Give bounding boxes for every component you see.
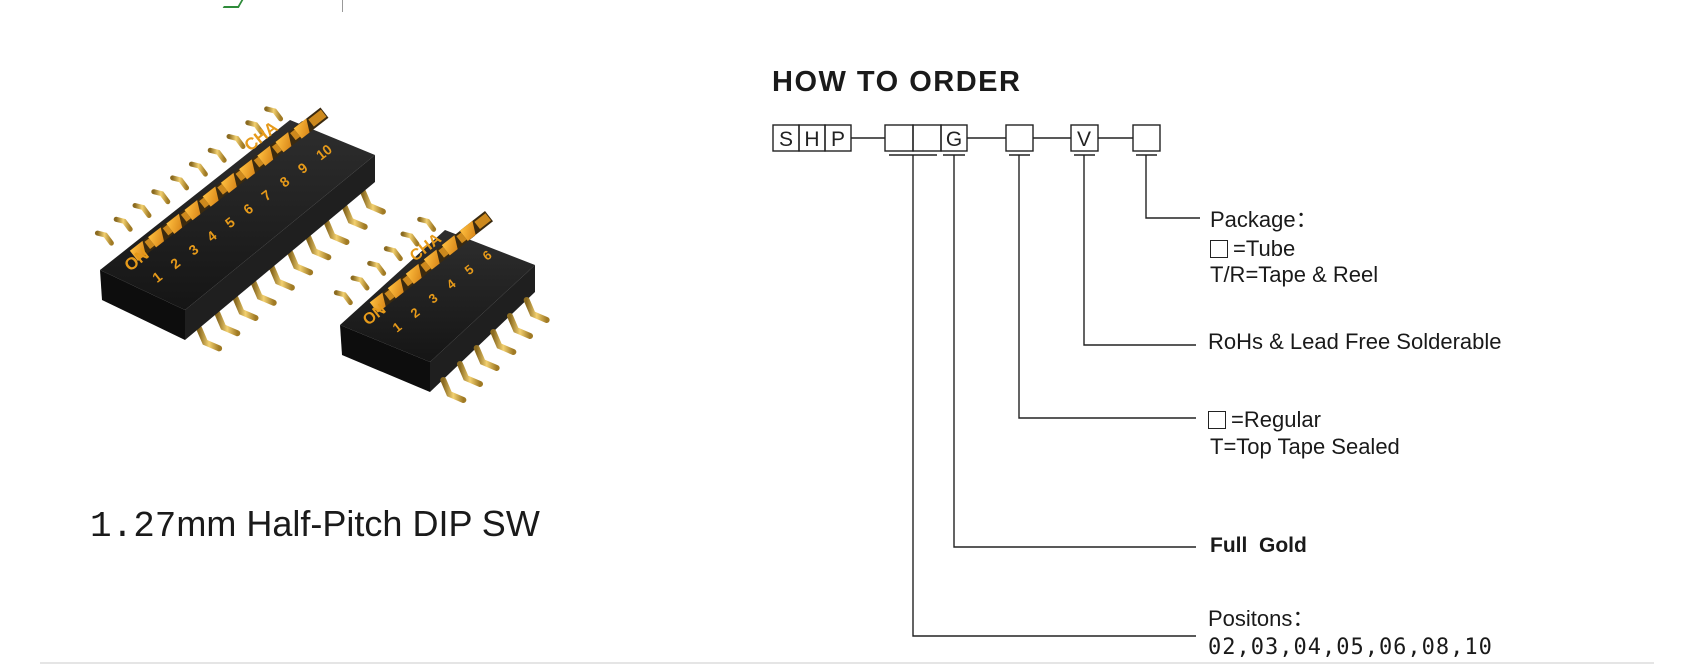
product-caption: 1.27mm Half-Pitch DIP SW (90, 503, 540, 547)
code-box-position-2 (912, 124, 942, 152)
large-front-pin (196, 325, 223, 352)
header-divider (342, 0, 343, 12)
large-front-pin (359, 188, 386, 215)
caption-pitch-value: 1.27 (90, 506, 177, 547)
code-letter-s: S (779, 128, 793, 151)
large-front-pin (287, 249, 314, 276)
small-front-pin (490, 329, 517, 355)
small-switch-top (340, 230, 535, 362)
large-front-pin (232, 295, 259, 321)
large-back-pin (94, 230, 114, 246)
large-front-pin (268, 264, 295, 291)
large-front-pin (305, 234, 332, 261)
leader-seal (1018, 155, 1196, 419)
package-tube: =Tube (1210, 235, 1295, 262)
small-front-pin (440, 377, 467, 403)
code-letter-g: G (946, 128, 962, 151)
small-front-pin (523, 297, 550, 323)
code-connectors (851, 137, 1157, 156)
small-back-pin (350, 275, 370, 291)
code-box-position-1 (884, 124, 914, 152)
code-letter-p: P (831, 128, 845, 151)
large-switch-top (100, 120, 375, 310)
code-letter-v: V (1077, 128, 1091, 151)
small-back-pin (367, 260, 387, 276)
plating-label: Full Gold (1210, 534, 1307, 557)
large-back-pin (245, 120, 265, 136)
large-actuator-10 (293, 107, 329, 139)
large-back-pin (188, 161, 208, 177)
seal-regular: =Regular (1208, 406, 1321, 433)
large-front-pin (214, 310, 241, 337)
empty-box-icon (1210, 240, 1228, 258)
small-back-pin (400, 231, 420, 247)
package-title: Package： (1210, 207, 1318, 232)
rohs-label: RoHs & Lead Free Solderable (1208, 329, 1502, 354)
small-back-pin (333, 290, 353, 306)
code-letters: S H P G V (779, 128, 1091, 151)
package-tube-text: =Tube (1233, 236, 1296, 261)
leader-rohs (1083, 155, 1196, 346)
small-switch-front (430, 265, 535, 392)
small-back-pin (383, 246, 403, 262)
positions-title: Positons： (1208, 606, 1315, 631)
leader-lines (912, 155, 1200, 637)
large-switch-side (100, 270, 185, 340)
large-back-pin (170, 175, 190, 191)
large-back-pin (151, 189, 171, 205)
empty-box-icon (1208, 411, 1226, 429)
small-back-pin (417, 216, 437, 232)
large-back-pin (132, 203, 152, 218)
small-actuator-6 (459, 211, 494, 241)
small-switch-side (340, 325, 430, 392)
large-back-pin (264, 106, 284, 122)
large-switch-front (185, 155, 375, 340)
code-box-seal (1005, 124, 1034, 152)
large-front-pin (341, 203, 368, 230)
code-box-package (1132, 124, 1161, 152)
how-to-order-title: HOW TO ORDER (772, 66, 1022, 98)
code-letter-h: H (804, 128, 819, 151)
leader-positions (912, 155, 1196, 637)
small-front-pin (457, 361, 483, 387)
small-front-pin (473, 345, 500, 371)
small-front-pin (507, 313, 533, 339)
large-back-pin (113, 216, 133, 232)
package-tape-reel: T/R=Tape & Reel (1210, 262, 1379, 287)
large-back-pin (207, 147, 227, 163)
large-front-pin (250, 279, 277, 306)
page-bottom-rule (40, 662, 1654, 664)
large-front-pin (323, 219, 350, 245)
leader-package (1145, 155, 1200, 219)
seal-top-tape: T=Top Tape Sealed (1210, 434, 1400, 459)
large-back-pin (226, 134, 246, 149)
seal-regular-text: =Regular (1231, 407, 1321, 432)
caption-text: mm Half-Pitch DIP SW (176, 503, 540, 544)
leader-plating (953, 155, 1196, 548)
large-switch-pins (94, 106, 386, 352)
positions-values: 02,03,04,05,06,08,10 (1208, 635, 1493, 660)
